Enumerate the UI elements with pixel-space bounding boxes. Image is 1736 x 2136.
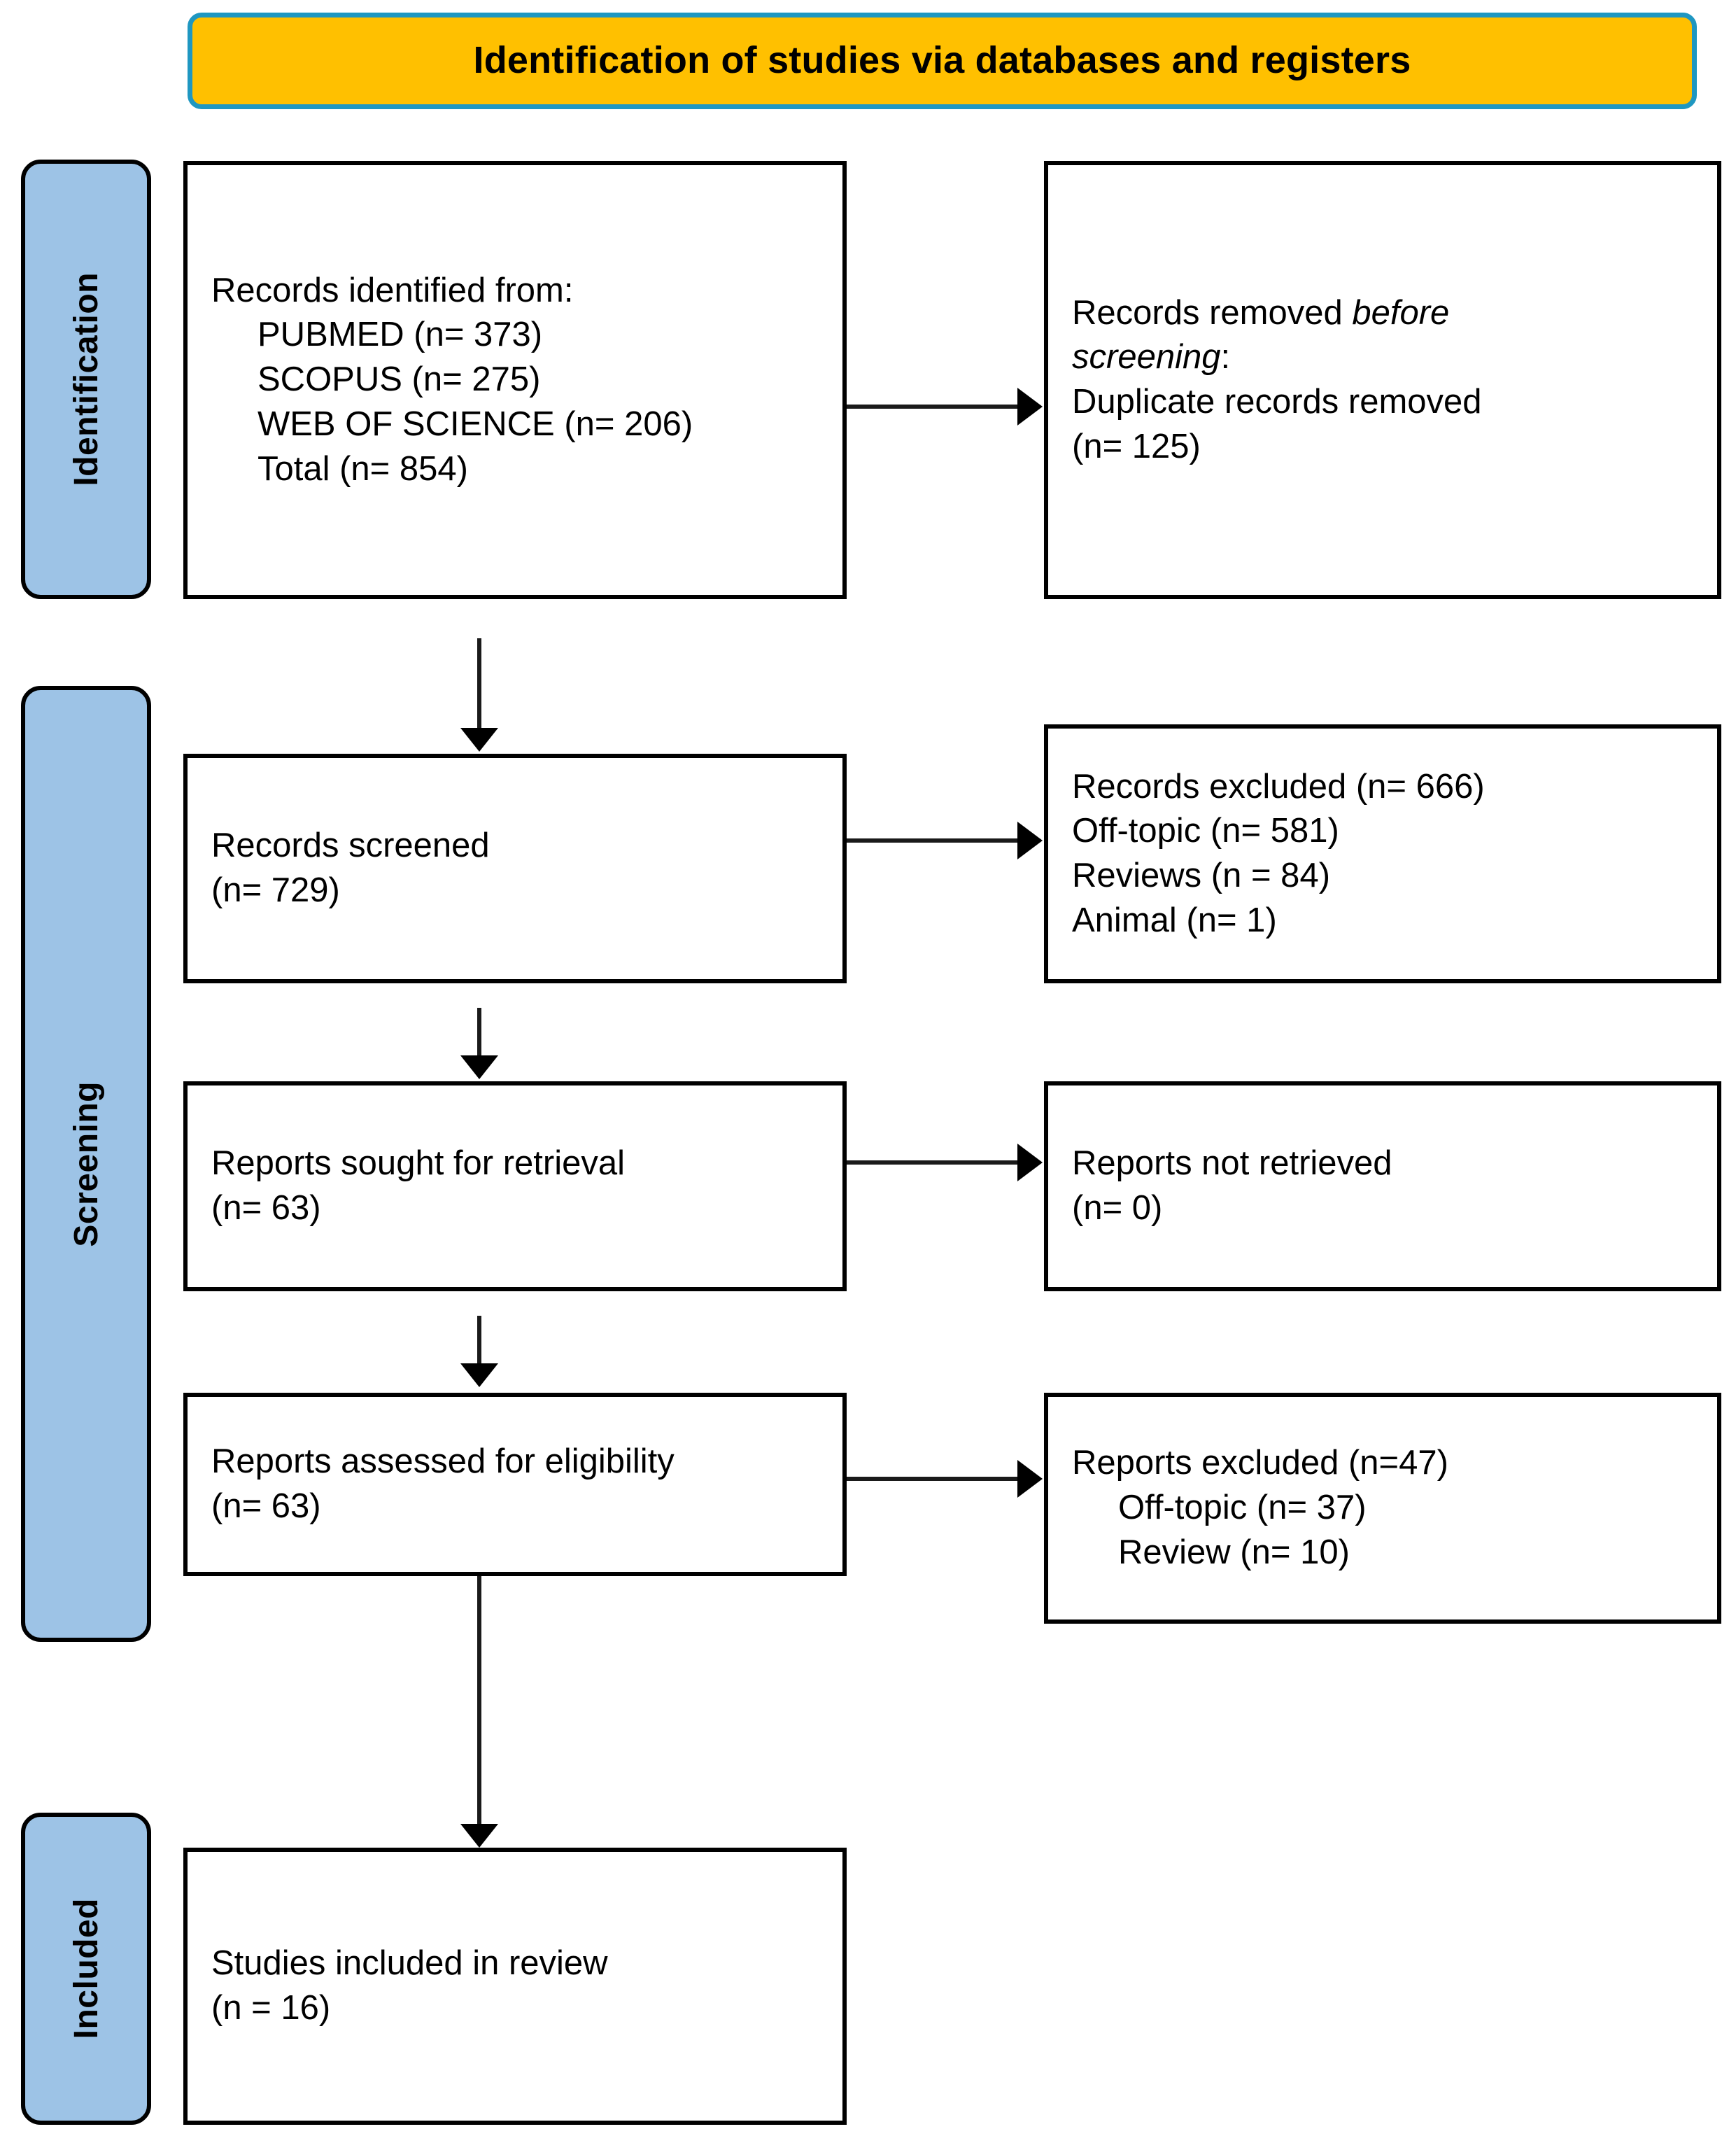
records-removed-line-3: (n= 125) — [1072, 427, 1201, 465]
records-identified-line-3: WEB OF SCIENCE (n= 206) — [257, 405, 693, 443]
records-removed-italic2: screening — [1072, 338, 1221, 377]
studies-included-line-1: (n = 16) — [211, 1989, 331, 2027]
page-title: Identification of studies via databases … — [473, 39, 1411, 82]
records-screened-line-1: (n= 729) — [211, 871, 340, 909]
reports-excluded-line-0: Reports excluded (n=47) — [1072, 1444, 1448, 1482]
records-identified-line-1: PUBMED (n= 373) — [257, 316, 543, 354]
arrow-assessed-to-excluded — [847, 1477, 1019, 1481]
arrow-sought-to-not-retrieved — [847, 1160, 1019, 1165]
studies-included-line-0: Studies included in review — [211, 1944, 608, 1983]
diagram-header-banner: Identification of studies via databases … — [188, 13, 1697, 109]
box-records-screened: Records screened (n= 729) — [183, 754, 847, 983]
stage-label-screening-text: Screening — [67, 1081, 105, 1247]
box-reports-sought: Reports sought for retrieval (n= 63) — [183, 1081, 847, 1291]
records-excluded-line-3: Animal (n= 1) — [1072, 901, 1277, 939]
records-excluded-line-1: Off-topic (n= 581) — [1072, 812, 1339, 850]
records-identified-line-4: Total (n= 854) — [257, 449, 468, 488]
stage-label-identification-text: Identification — [67, 272, 105, 486]
records-removed-line-2: Duplicate records removed — [1072, 383, 1482, 421]
records-removed-colon: : — [1220, 338, 1231, 377]
records-identified-line-2: SCOPUS (n= 275) — [257, 360, 541, 399]
stage-label-identification: Identification — [21, 160, 151, 599]
records-identified-line-0: Records identified from: — [211, 271, 574, 309]
reports-excluded-line-1: Off-topic (n= 37) — [1118, 1489, 1367, 1527]
arrow-assessed-to-included — [477, 1576, 481, 1827]
records-excluded-line-2: Reviews (n = 84) — [1072, 857, 1331, 894]
reports-assessed-line-1: (n= 63) — [211, 1487, 321, 1525]
box-studies-included: Studies included in review (n = 16) — [183, 1848, 847, 2125]
box-reports-excluded: Reports excluded (n=47) Off-topic (n= 37… — [1044, 1393, 1721, 1624]
arrow-screened-to-excluded — [847, 838, 1019, 843]
reports-not-retrieved-line-1: (n= 0) — [1072, 1189, 1163, 1227]
box-reports-assessed: Reports assessed for eligibility (n= 63) — [183, 1393, 847, 1576]
stage-label-screening: Screening — [21, 686, 151, 1642]
arrow-identified-to-removed — [847, 405, 1019, 409]
records-removed-line-1: screening: — [1072, 335, 1693, 380]
stage-label-included-text: Included — [67, 1898, 105, 2039]
arrow-identified-to-screened — [477, 638, 481, 731]
reports-not-retrieved-line-0: Reports not retrieved — [1072, 1144, 1392, 1183]
arrow-sought-to-assessed — [477, 1316, 481, 1366]
stage-label-included: Included — [21, 1813, 151, 2125]
reports-sought-line-0: Reports sought for retrieval — [211, 1144, 625, 1183]
records-removed-line-0: Records removed before — [1072, 291, 1693, 336]
arrow-screened-to-sought — [477, 1008, 481, 1058]
records-removed-italic: before — [1352, 293, 1450, 332]
box-reports-not-retrieved: Reports not retrieved (n= 0) — [1044, 1081, 1721, 1291]
box-records-identified: Records identified from: PUBMED (n= 373)… — [183, 161, 847, 599]
reports-excluded-line-2: Review (n= 10) — [1118, 1533, 1350, 1571]
reports-assessed-line-0: Reports assessed for eligibility — [211, 1442, 675, 1481]
records-excluded-line-0: Records excluded (n= 666) — [1072, 767, 1485, 806]
box-records-excluded: Records excluded (n= 666) Off-topic (n= … — [1044, 724, 1721, 983]
records-screened-line-0: Records screened — [211, 827, 490, 865]
reports-sought-line-1: (n= 63) — [211, 1189, 321, 1227]
box-records-removed: Records removed before screening: Duplic… — [1044, 161, 1721, 599]
records-removed-plain: Records removed — [1072, 293, 1353, 332]
